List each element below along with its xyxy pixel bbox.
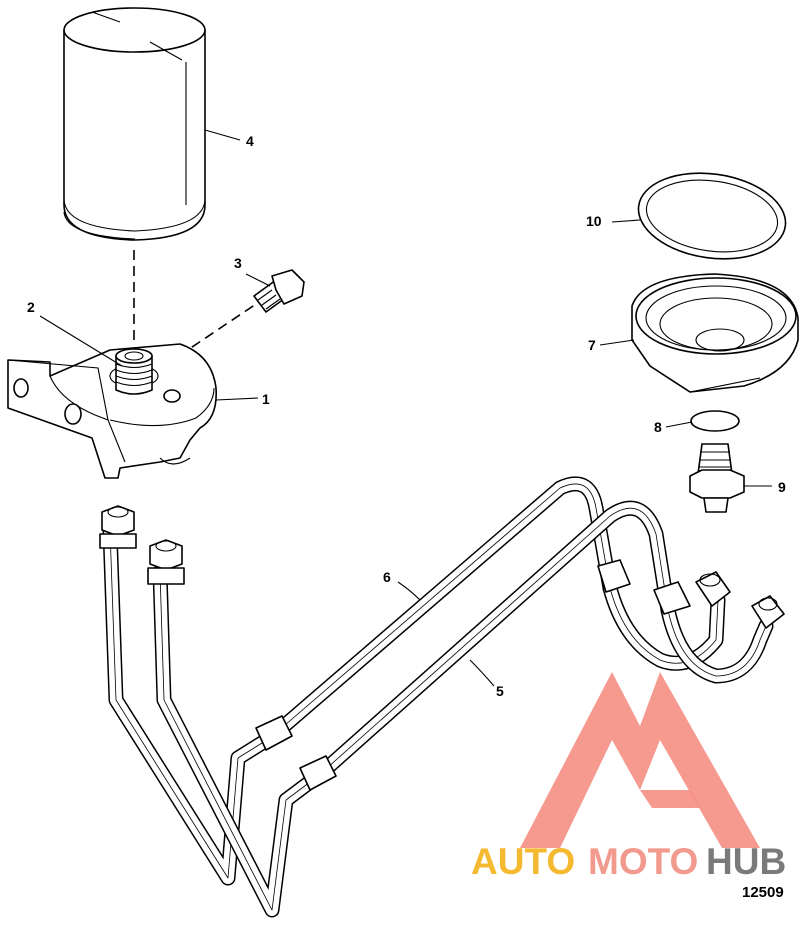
threaded-nipple bbox=[115, 348, 153, 395]
leader-lines bbox=[39, 129, 772, 687]
figure-number: 12509 bbox=[742, 884, 784, 901]
callout-4: 4 bbox=[246, 133, 254, 149]
watermark-g-shape bbox=[640, 790, 700, 808]
callout-9: 9 bbox=[778, 479, 786, 495]
callout-1: 1 bbox=[262, 391, 270, 407]
watermark-text-auto: AUTO bbox=[471, 841, 575, 882]
filter-adapter bbox=[631, 273, 799, 393]
watermark-text-moto: MOTO bbox=[588, 841, 698, 882]
watermark-triangle-inner bbox=[572, 772, 700, 848]
filter-mount-bracket bbox=[7, 343, 217, 479]
large-o-ring bbox=[637, 172, 787, 260]
watermark-text-hub: HUB bbox=[706, 841, 786, 882]
oil-line-5 bbox=[152, 500, 774, 918]
watermark-logo: AUTO MOTO HUB bbox=[471, 672, 786, 882]
small-o-ring bbox=[690, 410, 740, 432]
callout-5: 5 bbox=[496, 683, 504, 699]
oil-line-6 bbox=[102, 476, 726, 886]
callout-6: 6 bbox=[383, 569, 391, 585]
watermark-triangle bbox=[520, 672, 760, 848]
line-fittings bbox=[99, 505, 785, 791]
oil-filter-canister bbox=[63, 7, 206, 241]
callout-7: 7 bbox=[588, 337, 596, 353]
callout-8: 8 bbox=[654, 419, 662, 435]
mounting-bolt bbox=[253, 269, 305, 313]
hose-fitting bbox=[689, 443, 745, 513]
callout-3: 3 bbox=[234, 255, 242, 271]
callout-2: 2 bbox=[27, 299, 35, 315]
callout-10: 10 bbox=[586, 213, 602, 229]
